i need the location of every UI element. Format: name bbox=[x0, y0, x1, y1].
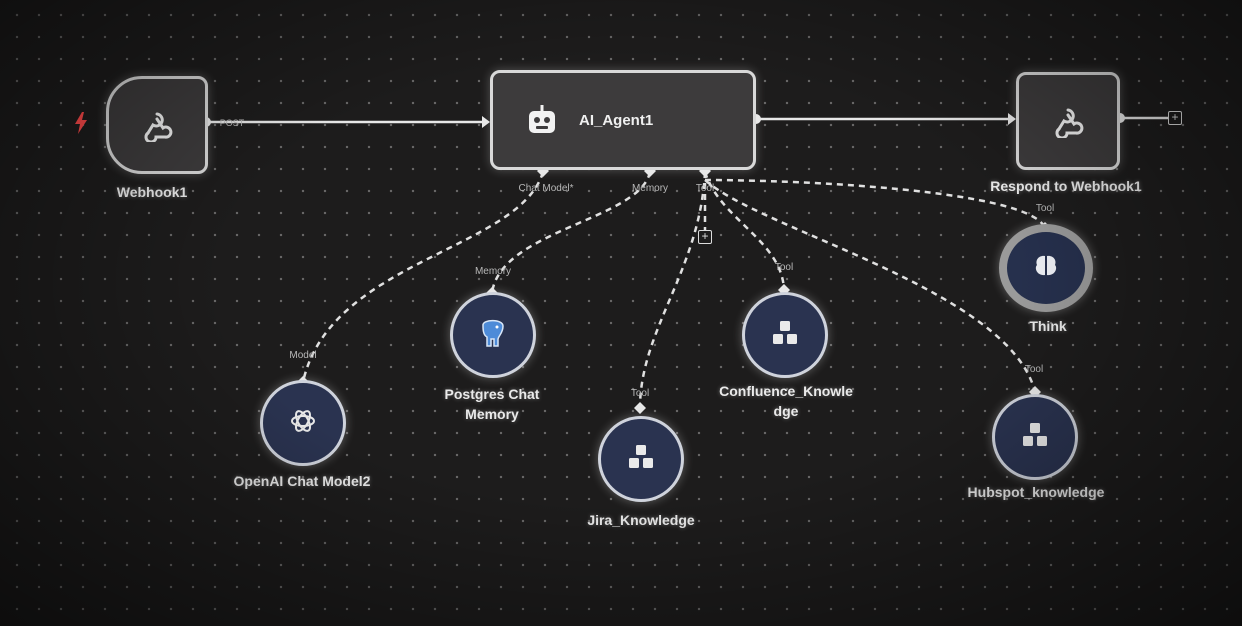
openai-node[interactable] bbox=[260, 380, 346, 466]
brain-icon bbox=[1033, 254, 1059, 283]
jira-output-port[interactable] bbox=[634, 402, 646, 414]
jira-port-label: Tool bbox=[630, 388, 650, 399]
think-node[interactable] bbox=[999, 224, 1093, 312]
connection-jira-tool bbox=[638, 171, 707, 409]
webhook-icon bbox=[1051, 104, 1085, 138]
webhook-icon bbox=[140, 108, 174, 142]
think-label: Think bbox=[1029, 318, 1067, 334]
think-port-label: Tool bbox=[1035, 203, 1055, 214]
confluence-node[interactable] bbox=[742, 292, 828, 378]
confluence-label-line1: Confluence_Knowle bbox=[719, 383, 853, 399]
hubspot-node[interactable] bbox=[992, 394, 1078, 480]
cubes-icon bbox=[1021, 422, 1049, 453]
openai-port-label: Model bbox=[289, 350, 317, 361]
openai-icon bbox=[288, 406, 318, 441]
webhook-method-label: POST bbox=[219, 118, 245, 128]
arrow-agent-input bbox=[482, 116, 490, 128]
postgres-elephant-icon bbox=[477, 317, 509, 354]
jira-node[interactable] bbox=[598, 416, 684, 502]
arrow-respond-input bbox=[1008, 113, 1016, 125]
cubes-icon bbox=[627, 444, 655, 475]
agent-title: AI_Agent1 bbox=[579, 111, 654, 129]
confluence-port-label: Tool bbox=[774, 262, 794, 273]
webhook-label: Webhook1 bbox=[116, 184, 188, 200]
ai-agent-node[interactable]: AI_Agent1 bbox=[490, 70, 756, 170]
agent-port-memory: Memory bbox=[631, 183, 669, 194]
postgres-label-line2: Memory bbox=[465, 406, 519, 422]
respond-label: Respond to Webhook1 bbox=[990, 178, 1142, 194]
postgres-node[interactable] bbox=[450, 292, 536, 378]
add-tool-button[interactable]: + bbox=[698, 230, 712, 244]
postgres-port-label: Memory bbox=[474, 266, 512, 277]
jira-label: Jira_Knowledge bbox=[587, 512, 695, 528]
respond-node[interactable] bbox=[1016, 72, 1120, 170]
agent-port-tool: Tool bbox=[695, 183, 715, 194]
cubes-icon bbox=[771, 320, 799, 351]
openai-label: OpenAI Chat Model2 bbox=[233, 473, 371, 489]
lightning-icon bbox=[75, 112, 87, 139]
webhook-node[interactable] bbox=[106, 76, 208, 174]
hubspot-label: Hubspot_knowledge bbox=[967, 484, 1105, 500]
robot-icon bbox=[525, 103, 559, 137]
add-node-after-respond-button[interactable]: + bbox=[1168, 111, 1182, 125]
postgres-label-line1: Postgres Chat bbox=[444, 386, 540, 402]
hubspot-port-label: Tool bbox=[1024, 364, 1044, 375]
agent-port-chat-model: Chat Model* bbox=[518, 183, 574, 194]
confluence-label-line2: dge bbox=[773, 403, 799, 419]
